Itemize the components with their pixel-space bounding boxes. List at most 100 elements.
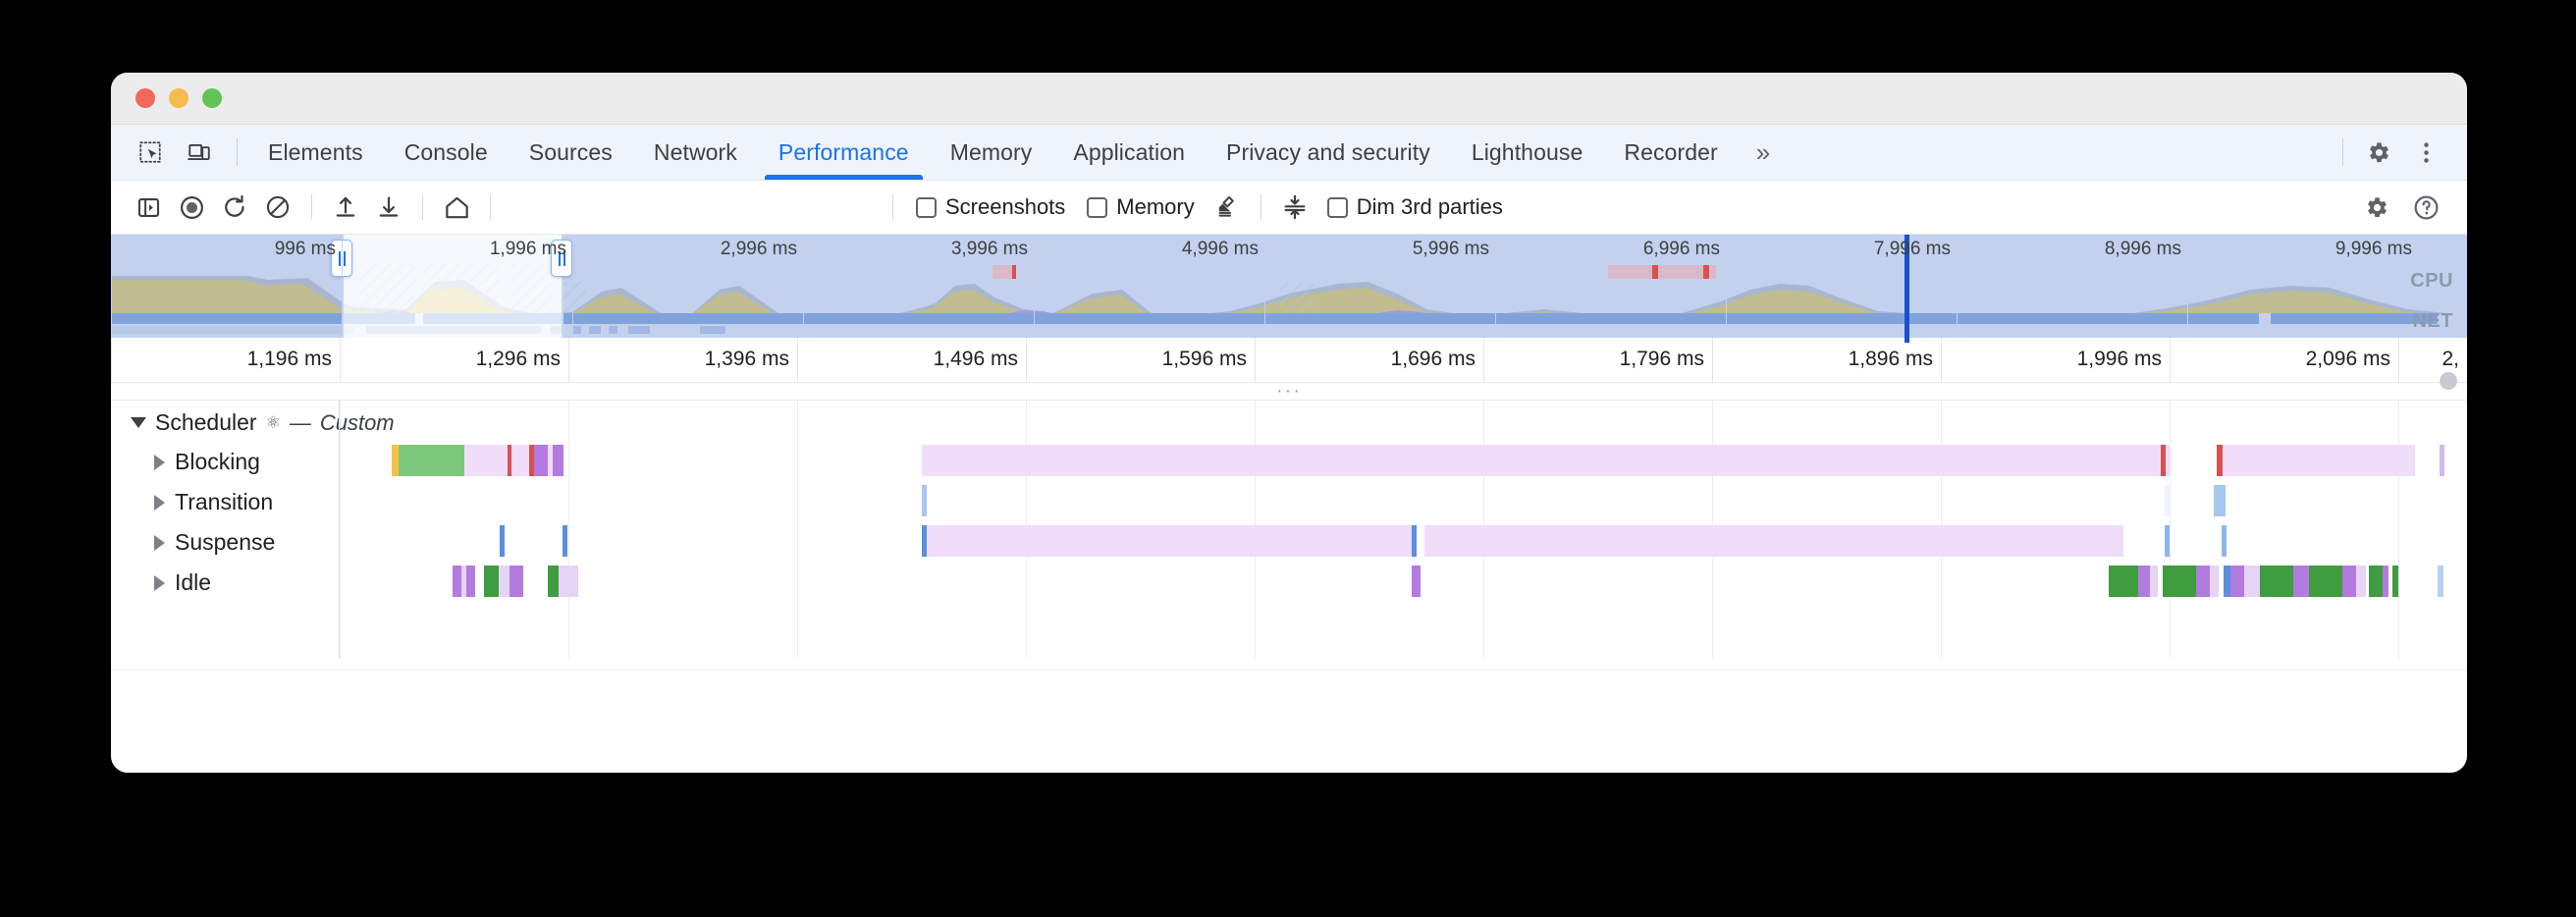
track-row-blocking[interactable]: Blocking (111, 442, 260, 482)
flame-event[interactable] (466, 566, 475, 597)
toggle-sidebar-icon[interactable] (127, 186, 170, 229)
tab-network[interactable]: Network (633, 125, 758, 180)
flame-event[interactable] (548, 445, 553, 476)
capture-settings-gear-icon[interactable] (2355, 186, 2398, 229)
tab-recorder[interactable]: Recorder (1603, 125, 1738, 180)
flame-event[interactable] (1412, 566, 1421, 597)
flame-event[interactable] (2356, 566, 2366, 597)
track-row-suspense[interactable]: Suspense (111, 522, 275, 563)
flame-event[interactable] (392, 445, 399, 476)
chevron-right-icon[interactable] (154, 574, 165, 591)
tab-performance[interactable]: Performance (758, 125, 930, 180)
home-icon[interactable] (435, 186, 478, 229)
tab-privacy-and-security[interactable]: Privacy and security (1206, 125, 1451, 180)
flame-event[interactable] (453, 566, 461, 597)
scrollbar-thumb[interactable] (2440, 372, 2457, 390)
clear-icon[interactable] (256, 186, 299, 229)
screenshots-checkbox[interactable]: Screenshots (916, 194, 1065, 220)
flame-event[interactable] (2196, 566, 2210, 597)
flame-event[interactable] (1412, 525, 1417, 557)
flame-event[interactable] (2161, 445, 2166, 476)
flame-event[interactable] (484, 566, 499, 597)
flame-event[interactable] (2244, 566, 2260, 597)
selection-right-handle[interactable] (551, 240, 572, 277)
chevron-right-icon[interactable] (154, 454, 165, 470)
overview-time-cursor[interactable] (1905, 235, 1909, 338)
flame-event[interactable] (2163, 566, 2196, 597)
flame-event[interactable] (2369, 566, 2383, 597)
flame-event[interactable] (1424, 525, 2123, 557)
dim-3rd-parties-checkbox[interactable]: Dim 3rd parties (1326, 194, 1503, 220)
flamechart-tracks[interactable]: Scheduler ⚛ — Custom Blocking (111, 401, 2467, 713)
pane-resizer[interactable]: ··· (111, 372, 2467, 402)
flame-event[interactable] (464, 445, 508, 476)
flame-event[interactable] (2440, 445, 2444, 476)
flame-event[interactable] (511, 445, 529, 476)
flame-event[interactable] (2438, 566, 2443, 597)
device-toolbar-icon[interactable] (178, 131, 221, 174)
more-tabs-icon[interactable]: » (1739, 125, 1788, 180)
flame-event[interactable] (927, 525, 1412, 557)
expand-collapse-icon[interactable] (1273, 186, 1316, 229)
flame-event[interactable] (2230, 566, 2244, 597)
flame-event[interactable] (2293, 566, 2309, 597)
flame-event[interactable] (2392, 566, 2398, 597)
timeline-ruler[interactable]: 1,196 ms 1,296 ms 1,396 ms 1,496 ms 1,59… (111, 337, 2467, 383)
flame-event[interactable] (2383, 566, 2388, 597)
flame-event[interactable] (922, 525, 927, 557)
track-lane-blocking[interactable] (111, 445, 2467, 476)
flame-event[interactable] (2150, 566, 2158, 597)
load-profile-icon[interactable] (324, 186, 367, 229)
chevron-right-icon[interactable] (154, 534, 165, 551)
tab-elements[interactable]: Elements (247, 125, 384, 180)
flame-event[interactable] (529, 445, 534, 476)
flame-event[interactable] (2342, 566, 2356, 597)
flame-event[interactable] (2260, 566, 2293, 597)
flame-event[interactable] (499, 566, 510, 597)
zoom-window-button[interactable] (202, 88, 222, 108)
track-lane-transition[interactable] (111, 485, 2467, 516)
flame-event[interactable] (548, 566, 559, 597)
help-icon[interactable] (2404, 186, 2447, 229)
tab-sources[interactable]: Sources (509, 125, 633, 180)
flame-event[interactable] (508, 445, 511, 476)
flame-event[interactable] (2217, 445, 2223, 476)
chevron-down-icon[interactable] (131, 417, 146, 428)
flame-event[interactable] (559, 566, 578, 597)
flame-event[interactable] (500, 525, 505, 557)
flame-event[interactable] (510, 566, 523, 597)
flame-event[interactable] (399, 445, 464, 476)
flame-event[interactable] (2309, 566, 2342, 597)
overflow-menu-icon[interactable] (2404, 131, 2447, 174)
chevron-right-icon[interactable] (154, 494, 165, 511)
flame-event[interactable] (2165, 525, 2170, 557)
track-lane-idle[interactable] (111, 566, 2467, 597)
track-row-idle[interactable]: Idle (111, 563, 211, 603)
save-profile-icon[interactable] (367, 186, 410, 229)
flame-event[interactable] (534, 445, 548, 476)
tab-memory[interactable]: Memory (930, 125, 1053, 180)
inspect-element-icon[interactable] (129, 131, 172, 174)
overview-selection-window[interactable] (342, 235, 564, 338)
tab-application[interactable]: Application (1052, 125, 1206, 180)
close-window-button[interactable] (135, 88, 155, 108)
record-icon[interactable] (170, 186, 213, 229)
memory-checkbox[interactable]: Memory (1087, 194, 1195, 220)
flame-event[interactable] (2222, 525, 2227, 557)
track-row-transition[interactable]: Transition (111, 482, 273, 522)
garbage-collect-icon[interactable] (1206, 186, 1249, 229)
track-group-scheduler[interactable]: Scheduler ⚛ — Custom (111, 405, 395, 441)
tab-lighthouse[interactable]: Lighthouse (1451, 125, 1604, 180)
flame-event[interactable] (2223, 445, 2415, 476)
timeline-overview[interactable]: 996 ms 1,996 ms 2,996 ms 3,996 ms 4,996 … (111, 235, 2467, 338)
tab-console[interactable]: Console (384, 125, 509, 180)
flame-event[interactable] (563, 525, 567, 557)
flame-event[interactable] (2109, 566, 2138, 597)
flame-event[interactable] (2138, 566, 2150, 597)
track-lane-suspense[interactable] (111, 525, 2467, 557)
minimize-window-button[interactable] (169, 88, 188, 108)
flame-event[interactable] (553, 445, 564, 476)
flame-event[interactable] (2224, 566, 2230, 597)
flame-event[interactable] (922, 445, 2171, 476)
flame-event[interactable] (461, 566, 466, 597)
